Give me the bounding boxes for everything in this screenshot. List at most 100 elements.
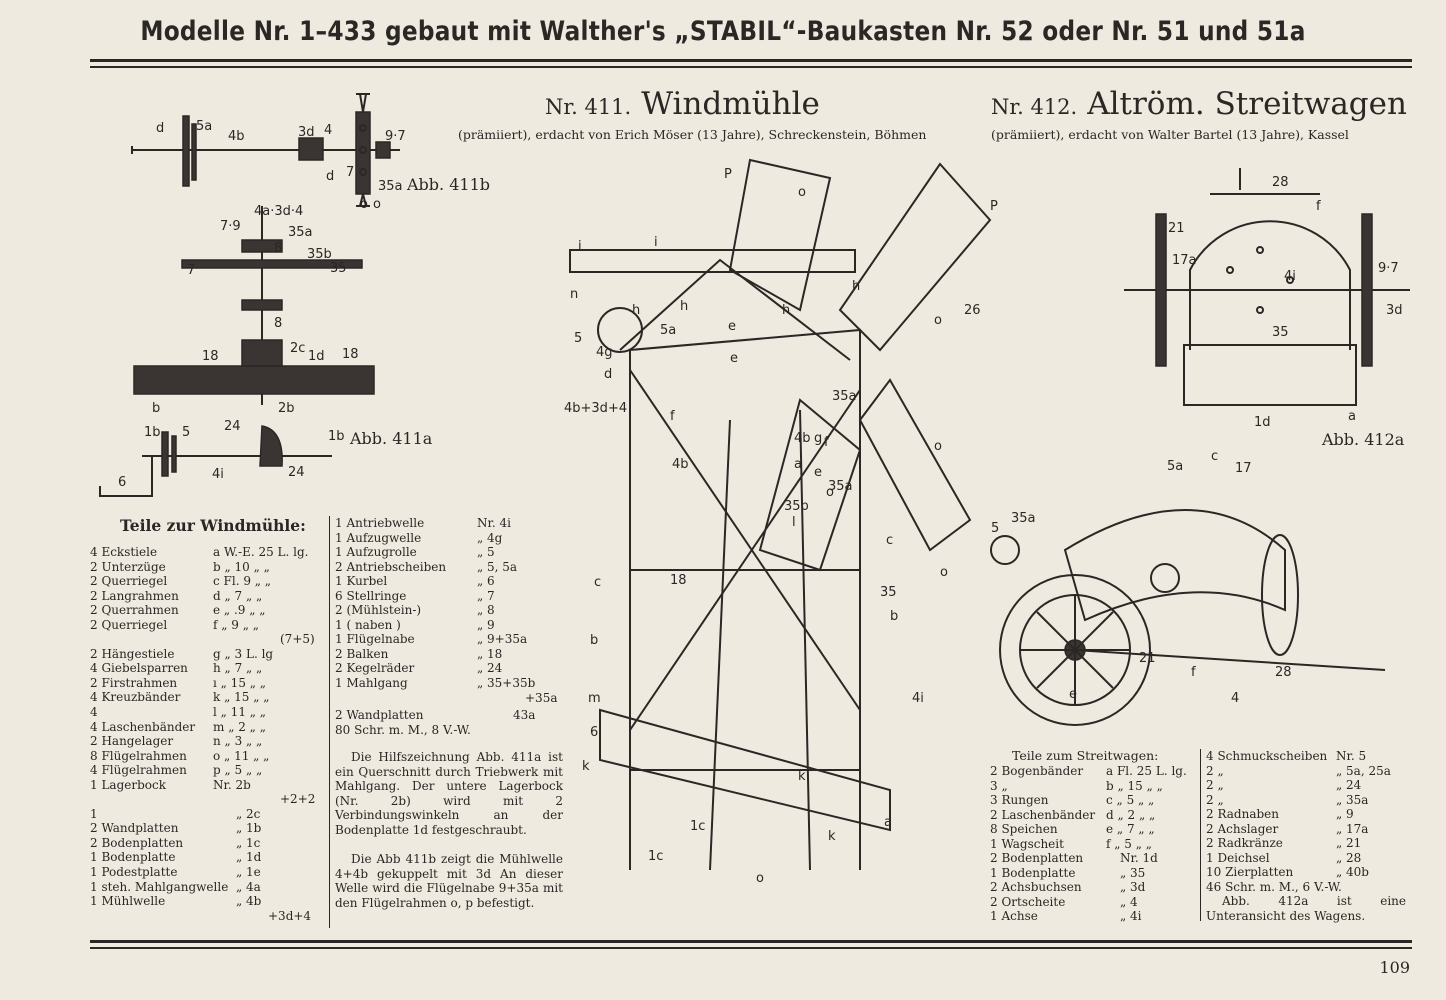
chariot-labels: 5a c 17 5 35a 21 28 f 4 e	[991, 449, 1292, 706]
part-spec: (7+5)	[280, 632, 315, 647]
part-spec: „ 24	[477, 661, 503, 676]
part-spec: „ 2c	[236, 806, 261, 821]
label-411a: 8	[274, 241, 282, 256]
part-name: 4 Eckstiele	[90, 545, 158, 559]
part-spec: „ 5a, 25a	[1336, 763, 1391, 778]
part-name: 2 Querrahmen	[90, 603, 179, 618]
part-spec: „ 5, 5a	[477, 559, 518, 574]
parts-row: 2 Achslager„ 17a	[1206, 822, 1411, 837]
parts-row: 2 Balken„ 18	[335, 647, 570, 662]
windmill-labels: P o P 26 o h i i n 5 4g h h 5a e e h d 4…	[564, 167, 998, 886]
label-411b: o	[373, 197, 381, 212]
label-412a: 4i	[1284, 269, 1296, 284]
parts-row: 2 Bodenplatten„ 1c	[90, 836, 325, 851]
part-name	[90, 792, 280, 807]
figure-412a-underside-drawing	[1124, 168, 1410, 406]
label-windmill: P	[990, 199, 998, 214]
part-name: 4 Flügelrahmen	[90, 763, 187, 778]
label-chariot: 28	[1275, 665, 1292, 680]
part-name: 4 Laschenbänder	[90, 719, 196, 734]
parts-row: 4 Eckstiele a W.-E. 25 L. lg.	[90, 545, 325, 560]
part-spec: f „ 9 „ „	[213, 617, 259, 632]
label-411a: 2b	[278, 401, 295, 416]
part-spec: k „ 15 „ „	[213, 690, 270, 705]
label-windmill: b	[590, 633, 598, 648]
part-name: 2 Antriebscheiben	[335, 559, 447, 574]
part-spec: „ 4b	[236, 894, 262, 909]
model-411-name: Windmühle	[641, 86, 820, 122]
part-spec: „ 35+35b	[477, 676, 536, 691]
label-412a: 1d	[1254, 415, 1271, 430]
label-windmill: 35a	[828, 479, 853, 494]
label-windmill: 35a	[832, 389, 857, 404]
label-windmill: h	[632, 303, 640, 318]
chariot-parts-heading: Teile zum Streitwagen:	[1012, 748, 1159, 763]
part-name: 2 Ortscheite	[990, 894, 1066, 909]
part-name: 2 Bodenplatten	[990, 851, 1084, 866]
parts-row: 1„ 2c	[90, 807, 325, 822]
label-411b: o	[360, 197, 368, 212]
part-spec: „ 9	[477, 617, 495, 632]
part-spec: a W.-E. 25 L. lg.	[213, 545, 309, 559]
label-windmill: a	[884, 815, 892, 830]
part-name: 2 Radnaben	[1206, 807, 1279, 822]
label-windmill: 5	[574, 331, 582, 346]
label-411b: 9·7	[385, 129, 406, 144]
parts-row: 2 Wandplatten„ 1b	[90, 821, 325, 836]
model-412-number: Nr. 412.	[991, 95, 1078, 119]
part-name: 2 Bogenbänder	[990, 764, 1084, 778]
part-spec: +3d+4	[268, 908, 312, 923]
parts-row: +2+2	[90, 792, 325, 807]
part-spec: +2+2	[280, 792, 316, 807]
part-spec: h „ 7 „ „	[213, 661, 263, 676]
part-spec: c „ 5 „ „	[1106, 793, 1155, 808]
part-name: 2 Achsbuchsen	[990, 880, 1082, 895]
label-chariot: c	[1211, 449, 1218, 464]
part-name: 2 Achslager	[1206, 821, 1279, 836]
parts-row: 2 Antriebscheiben „ 5, 5a	[335, 560, 570, 575]
part-spec: „ 6	[477, 574, 495, 589]
label-windmill: 1c	[690, 819, 705, 834]
label-windmill: o	[934, 313, 942, 328]
label-windmill: i	[578, 239, 582, 254]
label-412a: 28	[1272, 175, 1289, 190]
label-windmill: k	[828, 829, 836, 844]
label-411a: 18	[202, 349, 219, 364]
model-411-number: Nr. 411.	[545, 95, 632, 119]
parts-row: 10 Zierplatten„ 40b	[1206, 865, 1411, 880]
part-name: 8 Flügelrahmen	[90, 748, 187, 763]
label-windmill: e	[728, 319, 736, 334]
part-spec: „ 4a	[236, 879, 261, 894]
part-name: 2 „	[1206, 763, 1224, 778]
part-name: 1 Wagscheit	[990, 836, 1064, 851]
part-spec: „ 35	[1120, 865, 1146, 880]
label-windmill: h	[782, 303, 790, 318]
label-windmill: 4b+3d+4	[564, 401, 627, 416]
part-spec: ı „ 15 „ „	[213, 675, 267, 690]
part-name: 3 Rungen	[990, 793, 1049, 808]
label-chariot: 35a	[1011, 511, 1036, 526]
label-chariot: 5a	[1167, 459, 1183, 474]
part-name: 1 Aufzugwelle	[335, 530, 422, 545]
figure-412a-labels: 28 f 21 17a 4i 35 9·7 3d 1d a	[1168, 175, 1403, 430]
part-spec: „ 21	[1336, 836, 1362, 851]
label-chariot: 17	[1235, 461, 1252, 476]
label-411b: 4	[324, 123, 332, 138]
part-spec: Nr. 4i	[477, 516, 512, 530]
chariot-parts-heading-row: Teile zum Streitwagen:	[1012, 748, 1197, 764]
part-spec: +35a	[525, 690, 558, 705]
part-spec: „ 9	[1336, 807, 1354, 822]
label-411a: 24	[224, 419, 241, 434]
windmill-note-411a: Die Hilfszeichnung Abb. 411a ist ein Que…	[335, 750, 563, 837]
part-spec: f „ 5 „ „	[1106, 836, 1152, 851]
